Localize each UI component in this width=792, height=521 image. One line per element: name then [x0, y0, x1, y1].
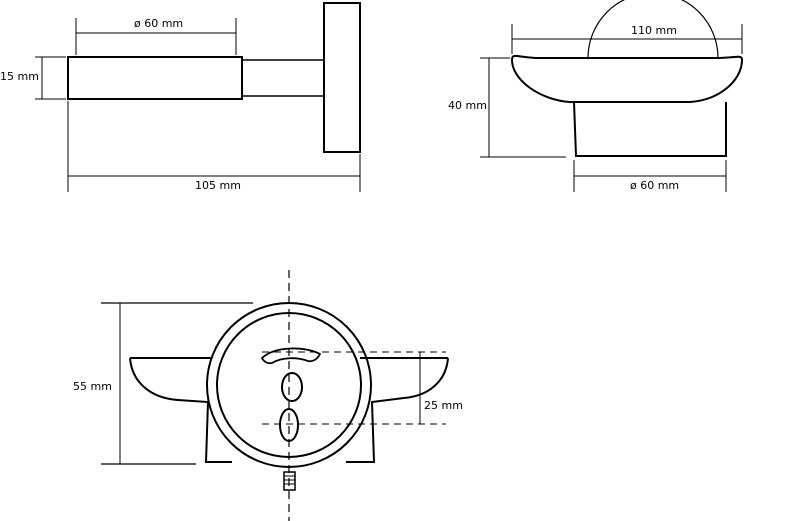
- top-view: 25 mm 55 mm: [73, 270, 463, 521]
- front-view: 110 mm 40 mm ø 60 mm: [448, 0, 744, 192]
- side-rod: [67, 56, 243, 100]
- top-dish-right-wing: [346, 357, 449, 463]
- top-upper-slot: [260, 347, 322, 365]
- top-dim-spacing-label: 25 mm: [424, 399, 463, 412]
- front-dim-width-label: 110 mm: [631, 24, 677, 37]
- top-dim-height-label: 55 mm: [73, 380, 112, 393]
- side-dim-height-label: 15 mm: [0, 70, 39, 83]
- front-base: [573, 101, 727, 157]
- top-upper-hole: [281, 372, 303, 402]
- front-dim-diameter-label: ø 60 mm: [630, 179, 679, 192]
- top-lower-hole: [279, 408, 299, 442]
- side-dim-diameter-label: ø 60 mm: [134, 17, 183, 30]
- top-inner-circle: [216, 312, 362, 458]
- front-dish: [510, 54, 744, 103]
- top-outer-circle: [206, 302, 372, 468]
- top-screw-icon: [283, 471, 296, 491]
- side-neck: [241, 59, 325, 97]
- side-wall-plate: [323, 2, 361, 153]
- side-dim-length-label: 105 mm: [195, 179, 241, 192]
- side-view: ø 60 mm 15 mm 105 mm: [0, 2, 361, 192]
- front-dome: [587, 0, 719, 59]
- top-dish-left-wing: [129, 357, 232, 463]
- front-dim-height-label: 40 mm: [448, 99, 487, 112]
